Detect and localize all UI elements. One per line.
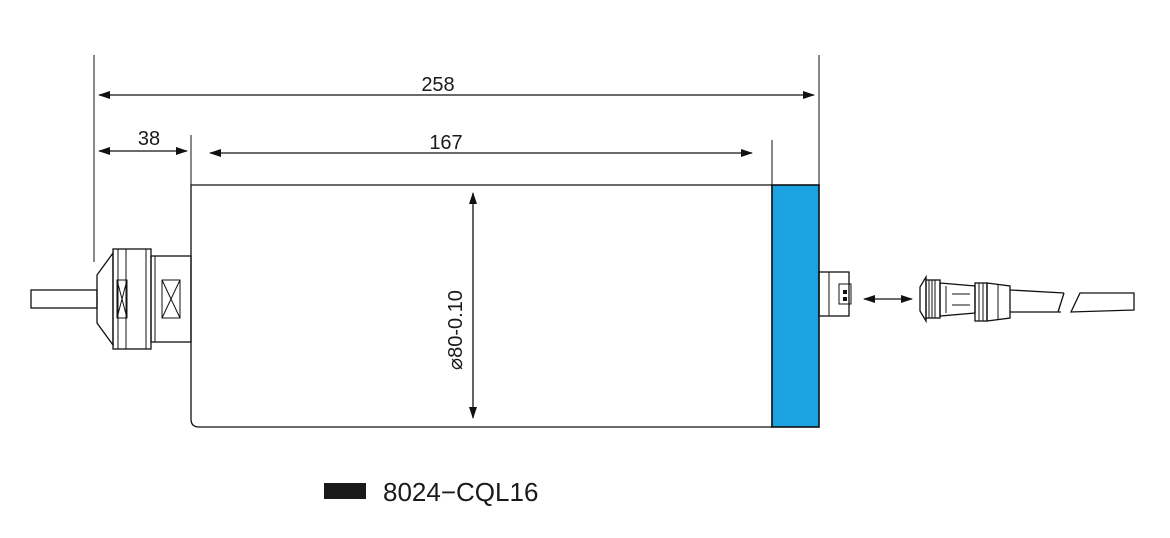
dimension-diameter: ⌀80-0.10: [445, 192, 477, 419]
dimension-overall-label: 258: [421, 74, 454, 96]
connector-socket: [818, 271, 852, 317]
left-cable: [30, 289, 98, 309]
sensor-body: [190, 184, 773, 428]
cable-plug: [919, 274, 1011, 324]
model-caption: 8024−CQL16: [324, 477, 538, 507]
dimension-overall-length: 258: [98, 74, 815, 99]
dimension-gland-length: 38: [98, 128, 188, 155]
dimension-body-length: 167: [209, 132, 753, 157]
dimension-gland-label: 38: [138, 128, 160, 150]
end-cap: [771, 184, 820, 428]
extension-lines: [93, 55, 820, 262]
dimension-diameter-label: ⌀80-0.10: [445, 290, 467, 370]
model-label: 8024−CQL16: [383, 477, 538, 507]
cable-gland: [96, 248, 192, 350]
legend-swatch: [324, 483, 366, 499]
right-cable: [1009, 289, 1135, 313]
dimension-body-label: 167: [429, 132, 462, 154]
